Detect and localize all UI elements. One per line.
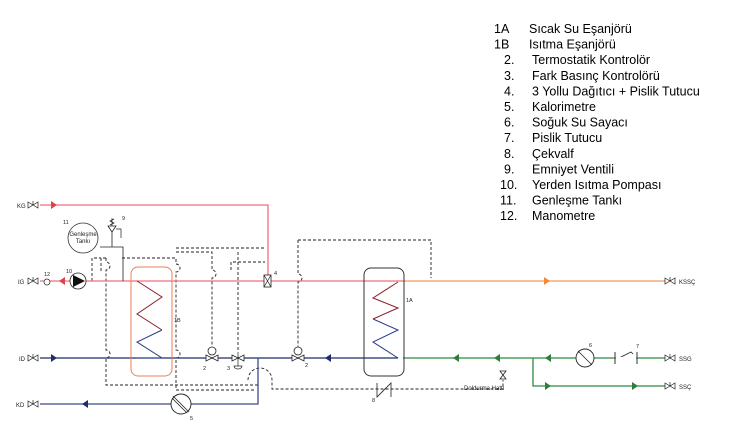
legend-label: 3 Yollu Dağıtıcı + Pislik Tutucu	[532, 84, 700, 98]
legend-label: Fark Basınç Kontrolörü	[532, 69, 660, 83]
control-lines	[91, 239, 504, 391]
gate-valve-icon	[664, 277, 676, 285]
thermostatic-valve-icon: 2	[291, 346, 308, 369]
svg-text:9: 9	[122, 216, 125, 222]
label-1b: 1B	[174, 318, 181, 324]
flow-arrow-icon	[51, 354, 57, 362]
legend-label: Isıtma Eşanjörü	[529, 38, 616, 52]
gate-valve-icon	[27, 201, 39, 209]
svg-text:2: 2	[203, 366, 206, 372]
flow-arrow-icon	[59, 277, 65, 285]
svg-text:2: 2	[305, 363, 308, 369]
legend-number: 6.	[504, 116, 514, 130]
manometer-icon: 12	[43, 272, 51, 286]
legend-number: 2.	[504, 53, 514, 67]
heating-exchanger-1b: 1B	[130, 266, 181, 377]
gate-valve-icon	[664, 382, 676, 390]
svg-text:12: 12	[44, 272, 50, 278]
safety-valve-icon: 9	[107, 216, 125, 238]
flow-arrow-icon	[51, 201, 57, 209]
check-valve-icon: 8	[372, 382, 392, 404]
svg-text:8: 8	[372, 398, 375, 404]
svg-text:Genleşme: Genleşme	[69, 232, 97, 238]
legend-label: Yerden Isıtma Pompası	[532, 178, 661, 192]
svg-text:10: 10	[66, 269, 72, 275]
legend-label: Çekvalf	[532, 147, 574, 161]
pipe-label-id: ID	[19, 357, 26, 363]
svg-text:7: 7	[636, 344, 639, 350]
calorimeter-icon: 5	[170, 393, 193, 422]
fill-line: Doldurma Hattı	[464, 370, 507, 392]
legend-number: 8.	[504, 147, 514, 161]
legend-number: 12.	[500, 209, 517, 223]
legend-number: 10.	[500, 178, 517, 192]
flow-arrow-icon	[325, 354, 331, 362]
ig-line	[40, 232, 665, 285]
strainer-icon: 7	[614, 344, 639, 364]
legend-number: 5.	[504, 100, 514, 114]
legend-label: Genleşme Tankı	[532, 194, 622, 208]
gate-valve-icon	[664, 354, 676, 362]
differential-pressure-valve-icon: 3	[227, 352, 245, 372]
kd-line	[40, 358, 259, 408]
svg-text:3: 3	[227, 366, 230, 372]
id-line	[40, 354, 398, 362]
svg-text:11: 11	[63, 220, 69, 226]
cold-water-lines	[403, 354, 665, 390]
legend-number: 4.	[504, 84, 514, 98]
pipe-label-kg: KG	[17, 204, 26, 210]
pipe-label-kssc: KSSÇ	[679, 280, 696, 286]
pipe-label-ssg: SSG	[679, 357, 692, 363]
svg-text:6: 6	[589, 343, 592, 349]
svg-text:4: 4	[274, 271, 277, 277]
legend-label: Termostatik Kontrolör	[532, 53, 650, 67]
legend-number: 1B	[494, 38, 509, 52]
hot-water-exchanger-1a: 1A	[363, 267, 413, 377]
gate-valve-icon	[27, 354, 39, 362]
kg-line	[40, 201, 269, 281]
gate-valve-icon	[27, 277, 39, 285]
flow-arrow-icon	[544, 277, 550, 285]
legend-number: 7.	[504, 131, 514, 145]
pipe-label-kd: KD	[16, 403, 25, 409]
svg-text:Doldurma Hattı: Doldurma Hattı	[464, 386, 505, 392]
thermostatic-valve-icon: 2	[203, 346, 219, 372]
expansion-tank: Genleşme Tankı 11	[63, 220, 99, 254]
end-valves	[27, 201, 676, 408]
legend-label: Emniyet Ventili	[532, 162, 614, 176]
legend-number: 1A	[494, 22, 510, 36]
svg-text:5: 5	[190, 416, 193, 422]
pump-icon: 10	[66, 269, 87, 290]
gate-valve-icon	[27, 400, 39, 408]
pipe-label-ig: IG	[18, 280, 25, 286]
pipe-label-ssc: SSÇ	[679, 385, 692, 391]
three-way-valve-icon: 4	[263, 271, 277, 288]
legend-label: Sıcak Su Eşanjörü	[529, 22, 632, 36]
legend-number: 11.	[500, 194, 516, 208]
legend-label: Soğuk Su Sayacı	[532, 116, 628, 130]
legend-label: Manometre	[532, 209, 595, 223]
water-meter-icon: 6	[575, 343, 595, 368]
legend-number: 9.	[504, 162, 514, 176]
legend-label: Kalorimetre	[532, 100, 596, 114]
legend-label: Pislik Tutucu	[532, 131, 602, 145]
legend: 1A Sıcak Su Eşanjörü 1B Isıtma Eşanjörü 2. Te…	[494, 22, 700, 223]
legend-number: 3.	[504, 69, 514, 83]
label-1a: 1A	[406, 298, 413, 304]
svg-text:Tankı: Tankı	[76, 239, 91, 245]
flow-arrow-icon	[82, 400, 88, 408]
